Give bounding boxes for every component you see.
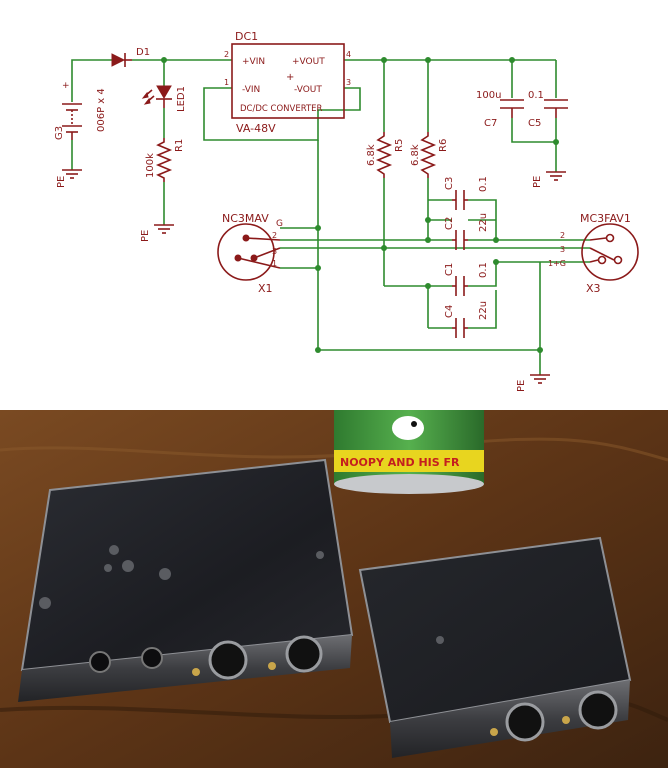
ground-pe-output: PE bbox=[516, 374, 550, 392]
enclosure-right bbox=[358, 536, 632, 758]
svg-text:1: 1 bbox=[272, 259, 277, 268]
svg-text:22u: 22u bbox=[478, 301, 489, 320]
svg-text:G: G bbox=[276, 219, 283, 229]
svg-text:+: + bbox=[286, 72, 294, 83]
svg-text:DC1: DC1 bbox=[235, 30, 258, 43]
svg-text:22u: 22u bbox=[478, 213, 489, 232]
c7-capacitor: 100u C7 bbox=[476, 90, 524, 129]
svg-text:C3: C3 bbox=[444, 177, 455, 190]
svg-text:R1: R1 bbox=[174, 139, 185, 152]
svg-text:G3: G3 bbox=[54, 126, 65, 140]
c5-capacitor: 0.1 C5 bbox=[528, 90, 568, 129]
drink-can: NOOPY AND HIS FR bbox=[334, 410, 484, 494]
x1-xlr-connector: NC3MAV G 2 3 1 X1 bbox=[217, 212, 283, 295]
x3-xlr-connector: MC3FAV1 2 3 1+G X3 bbox=[548, 212, 639, 295]
can-text: NOOPY AND HIS FR bbox=[340, 456, 460, 469]
schematic-diagram: DC1 +VIN -VIN +VOUT -VOUT + DC/DC CONVER… bbox=[54, 30, 639, 392]
svg-text:0.1: 0.1 bbox=[478, 262, 489, 278]
svg-text:2: 2 bbox=[272, 231, 277, 240]
svg-text:C1: C1 bbox=[444, 263, 455, 276]
g3-battery: + G3 006P x 4 bbox=[54, 81, 107, 140]
c1-capacitor: C1 0.1 bbox=[444, 262, 489, 296]
svg-text:6.8k: 6.8k bbox=[366, 144, 377, 166]
svg-text:+: + bbox=[62, 81, 70, 91]
svg-text:-VIN: -VIN bbox=[242, 85, 260, 95]
svg-text:006P x 4: 006P x 4 bbox=[96, 88, 107, 132]
svg-text:PE: PE bbox=[516, 380, 527, 392]
ground-pe-c5: PE bbox=[532, 171, 566, 188]
svg-text:+VOUT: +VOUT bbox=[292, 57, 325, 67]
svg-text:1: 1 bbox=[224, 78, 229, 87]
svg-text:0.1: 0.1 bbox=[478, 176, 489, 192]
svg-text:C5: C5 bbox=[528, 118, 541, 129]
svg-text:0.1: 0.1 bbox=[528, 90, 544, 101]
dc1-converter: DC1 +VIN -VIN +VOUT -VOUT + DC/DC CONVER… bbox=[224, 30, 351, 135]
svg-text:100k: 100k bbox=[145, 153, 156, 178]
c4-capacitor: C4 22u bbox=[444, 301, 489, 338]
svg-text:R5: R5 bbox=[394, 139, 405, 152]
svg-text:4: 4 bbox=[346, 50, 351, 59]
svg-text:6.8k: 6.8k bbox=[410, 144, 421, 166]
svg-text:C7: C7 bbox=[484, 118, 497, 129]
svg-text:D1: D1 bbox=[136, 47, 150, 58]
svg-text:C2: C2 bbox=[444, 217, 455, 230]
svg-text:X1: X1 bbox=[258, 282, 273, 295]
svg-text:-VOUT: -VOUT bbox=[294, 85, 322, 95]
svg-text:PE: PE bbox=[532, 176, 543, 188]
c2-capacitor: C2 22u bbox=[444, 213, 489, 250]
svg-text:X3: X3 bbox=[586, 282, 601, 295]
svg-text:R6: R6 bbox=[438, 139, 449, 152]
svg-text:3: 3 bbox=[272, 247, 277, 256]
r6-resistor: 6.8k R6 bbox=[410, 132, 449, 178]
photo-svg: NOOPY AND HIS FR bbox=[0, 410, 668, 768]
r1-resistor: 100k R1 bbox=[145, 138, 185, 182]
r5-resistor: 6.8k R5 bbox=[366, 132, 405, 178]
schematic-svg: DC1 +VIN -VIN +VOUT -VOUT + DC/DC CONVER… bbox=[54, 30, 639, 392]
led1: LED1 bbox=[141, 85, 187, 112]
svg-text:NC3MAV: NC3MAV bbox=[222, 212, 269, 225]
svg-text:PE: PE bbox=[140, 230, 151, 242]
enclosure-photo: NOOPY AND HIS FR bbox=[0, 410, 668, 768]
svg-text:1+G: 1+G bbox=[548, 259, 566, 268]
c3-capacitor: C3 0.1 bbox=[444, 176, 489, 210]
svg-text:PE: PE bbox=[56, 176, 67, 188]
svg-text:2: 2 bbox=[224, 50, 229, 59]
d1-diode: D1 bbox=[111, 47, 150, 67]
ground-pe-battery: PE bbox=[56, 169, 82, 188]
svg-text:3: 3 bbox=[346, 78, 351, 87]
svg-text:DC/DC CONVERTER: DC/DC CONVERTER bbox=[240, 104, 323, 114]
svg-text:VA-48V: VA-48V bbox=[236, 122, 276, 135]
svg-text:100u: 100u bbox=[476, 90, 501, 101]
svg-text:2: 2 bbox=[560, 231, 565, 240]
svg-text:LED1: LED1 bbox=[176, 86, 187, 112]
enclosure-left bbox=[18, 458, 354, 702]
svg-text:MC3FAV1: MC3FAV1 bbox=[580, 212, 631, 225]
ground-pe-r1: PE bbox=[140, 224, 174, 242]
svg-text:C4: C4 bbox=[444, 305, 455, 318]
svg-text:+VIN: +VIN bbox=[242, 57, 265, 67]
junction-dots bbox=[161, 57, 559, 353]
svg-text:3: 3 bbox=[560, 245, 565, 254]
